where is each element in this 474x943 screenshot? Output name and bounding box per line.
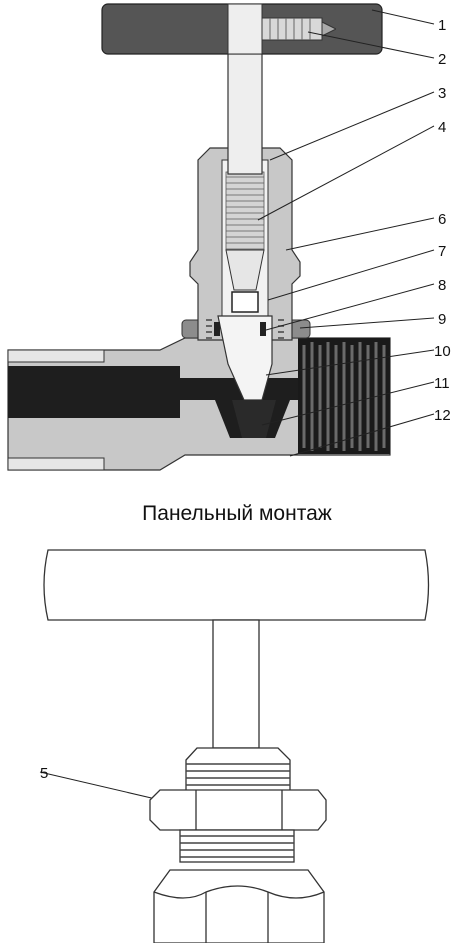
callout-4: 4: [438, 119, 446, 136]
callout-5: 5: [40, 765, 48, 782]
inlet-channel: [8, 366, 180, 418]
outlet-thread: [298, 338, 390, 454]
o-ring-right: [260, 322, 266, 336]
callout-10: 10: [434, 343, 451, 360]
callout-1: 1: [438, 17, 446, 34]
leader-lines: [39, 9, 435, 801]
stem-thread: [225, 171, 265, 251]
callout-2: 2: [438, 51, 446, 68]
callout-9: 9: [438, 311, 446, 328]
callout-labels: 1 2 3 4 6 7 8 9 10 11 12 5: [40, 17, 451, 782]
callout-3: 3: [438, 85, 446, 102]
panel-mount-caption: Панельный монтаж: [142, 502, 332, 525]
inlet-thread: [7, 349, 105, 471]
panel-nut: [149, 789, 327, 831]
o-ring-left: [214, 322, 220, 336]
callout-11: 11: [434, 375, 450, 392]
handle-shaft: [212, 619, 260, 749]
external-view: [43, 549, 430, 943]
needle-tip: [232, 400, 276, 438]
t-handle: [43, 549, 430, 621]
stem-taper: [225, 249, 265, 291]
callout-8: 8: [438, 277, 446, 294]
bottom-hex: [153, 869, 325, 943]
sectional-view: [7, 3, 391, 471]
set-screw: [261, 17, 323, 41]
callout-12: 12: [434, 407, 451, 424]
stem-collar: [231, 291, 259, 313]
callout-6: 6: [438, 211, 446, 228]
callout-7: 7: [438, 243, 446, 260]
